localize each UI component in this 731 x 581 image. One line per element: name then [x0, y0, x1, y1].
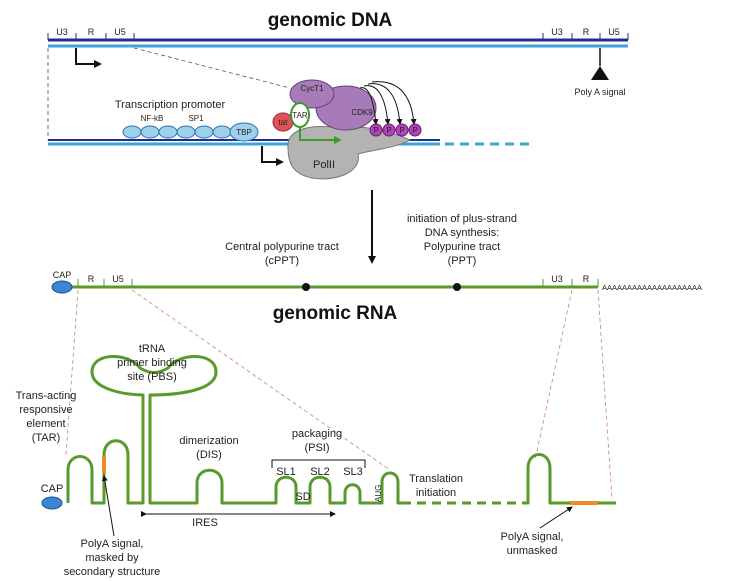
promoter-binding-sites: [122, 125, 232, 139]
structure-cap-label: CAP: [41, 483, 64, 495]
tar-structure-line4: (TAR): [32, 432, 61, 444]
sl3-label: SL3: [343, 466, 363, 478]
ppt-label-line4: (PPT): [448, 255, 477, 267]
cppt-label-line2: (cPPT): [265, 255, 299, 267]
unmasked-label-line1: PolyA signal,: [501, 531, 564, 543]
polya-signal-triangle: [591, 66, 609, 80]
ppt-label-line1: initiation of plus-strand: [407, 213, 517, 225]
cppt-marker: [302, 283, 310, 291]
psi-bracket: [271, 459, 366, 468]
phospho-1: P: [373, 126, 378, 135]
nascent-rna-arrow: [299, 128, 342, 144]
tbp-shape: [229, 122, 259, 142]
rna-r-right: R: [583, 274, 590, 284]
phosphorylation-arrows: [359, 81, 417, 125]
tar-loop: [290, 102, 310, 128]
dna-u3-left: U3: [56, 27, 68, 37]
pbs-label-line2: primer binding: [117, 357, 187, 369]
rna-r-left: R: [88, 274, 95, 284]
cyct1-label: CycT1: [300, 84, 324, 93]
rna-secondary-structure: [66, 355, 616, 505]
psi-label-line1: packaging: [292, 428, 342, 440]
psi-label-line2: (PSI): [304, 442, 329, 454]
unmasked-polya-pointer: [539, 506, 573, 529]
ppt-label-line3: Polypurine tract: [424, 241, 500, 253]
transcription-promoter-label: Transcription promoter: [115, 99, 226, 111]
translation-label-line1: Translation: [409, 473, 463, 485]
dna-u3-right: U3: [551, 27, 563, 37]
tbp-label: TBP: [236, 128, 252, 137]
tat-label: tat: [279, 118, 289, 127]
ppt-label-line2: DNA synthesis:: [425, 227, 500, 239]
cdk9-label: CDK9: [351, 108, 373, 117]
dna-u5-right: U5: [608, 27, 620, 37]
cppt-label-line1: Central polypurine tract: [225, 241, 339, 253]
promoter-transcription-start-arrow: [261, 146, 284, 166]
polya-signal-label: Poly A signal: [574, 87, 625, 97]
masked-label-line2: masked by: [85, 552, 139, 564]
dna-r-right: R: [583, 27, 590, 37]
tar-structure-line1: Trans-acting: [16, 390, 77, 402]
rna-strand: [72, 279, 599, 289]
rna-u3: U3: [551, 274, 563, 284]
rna-u5: U5: [112, 274, 124, 284]
masked-polya-pointer: [101, 475, 115, 537]
tar-structure-line3: element: [26, 418, 65, 430]
rna-polya-tail: AAAAAAAAAAAAAAAAAAAA: [602, 283, 702, 292]
polii-label: PolII: [313, 159, 335, 171]
tar-label: TAR: [292, 111, 308, 120]
dna-r-left: R: [88, 27, 95, 37]
sd-label: SD: [295, 491, 310, 503]
cyct1-shape: [289, 79, 335, 109]
aug-label: AUG: [374, 485, 383, 502]
unmasked-label-line2: unmasked: [507, 545, 558, 557]
rna-cap-label: CAP: [53, 270, 72, 280]
dna-u5-left: U5: [114, 27, 126, 37]
sl1-label: SL1: [276, 466, 296, 478]
rna-title: genomic RNA: [273, 303, 398, 324]
rna-zoom-guides: [65, 289, 613, 501]
dis-label-line1: dimerization: [179, 435, 238, 447]
pbs-label-line1: tRNA: [139, 343, 166, 355]
dna-transcription-start-arrow: [75, 48, 102, 68]
sl2-label: SL2: [310, 466, 330, 478]
structure-cap: [41, 496, 63, 510]
tar-structure-line2: responsive: [19, 404, 72, 416]
rna-cap: [51, 280, 73, 294]
translation-label-line2: initiation: [416, 487, 456, 499]
masked-label-line3: secondary structure: [64, 566, 161, 578]
pbs-label-line3: site (PBS): [127, 371, 177, 383]
dis-label-line2: (DIS): [196, 449, 222, 461]
phospho-groups: [369, 123, 422, 137]
sp1-label: SP1: [188, 114, 204, 123]
phospho-3: P: [399, 126, 404, 135]
ppt-marker: [453, 283, 461, 291]
dna-title: genomic DNA: [268, 10, 393, 31]
dna-strand: [47, 33, 629, 48]
dna-zoom-guide-right: [133, 47, 291, 89]
phospho-4: P: [412, 126, 417, 135]
phospho-2: P: [386, 126, 391, 135]
nfkb-label: NF-kB: [141, 114, 164, 123]
masked-label-line1: PolyA signal,: [81, 538, 144, 550]
ires-label: IRES: [192, 517, 218, 529]
